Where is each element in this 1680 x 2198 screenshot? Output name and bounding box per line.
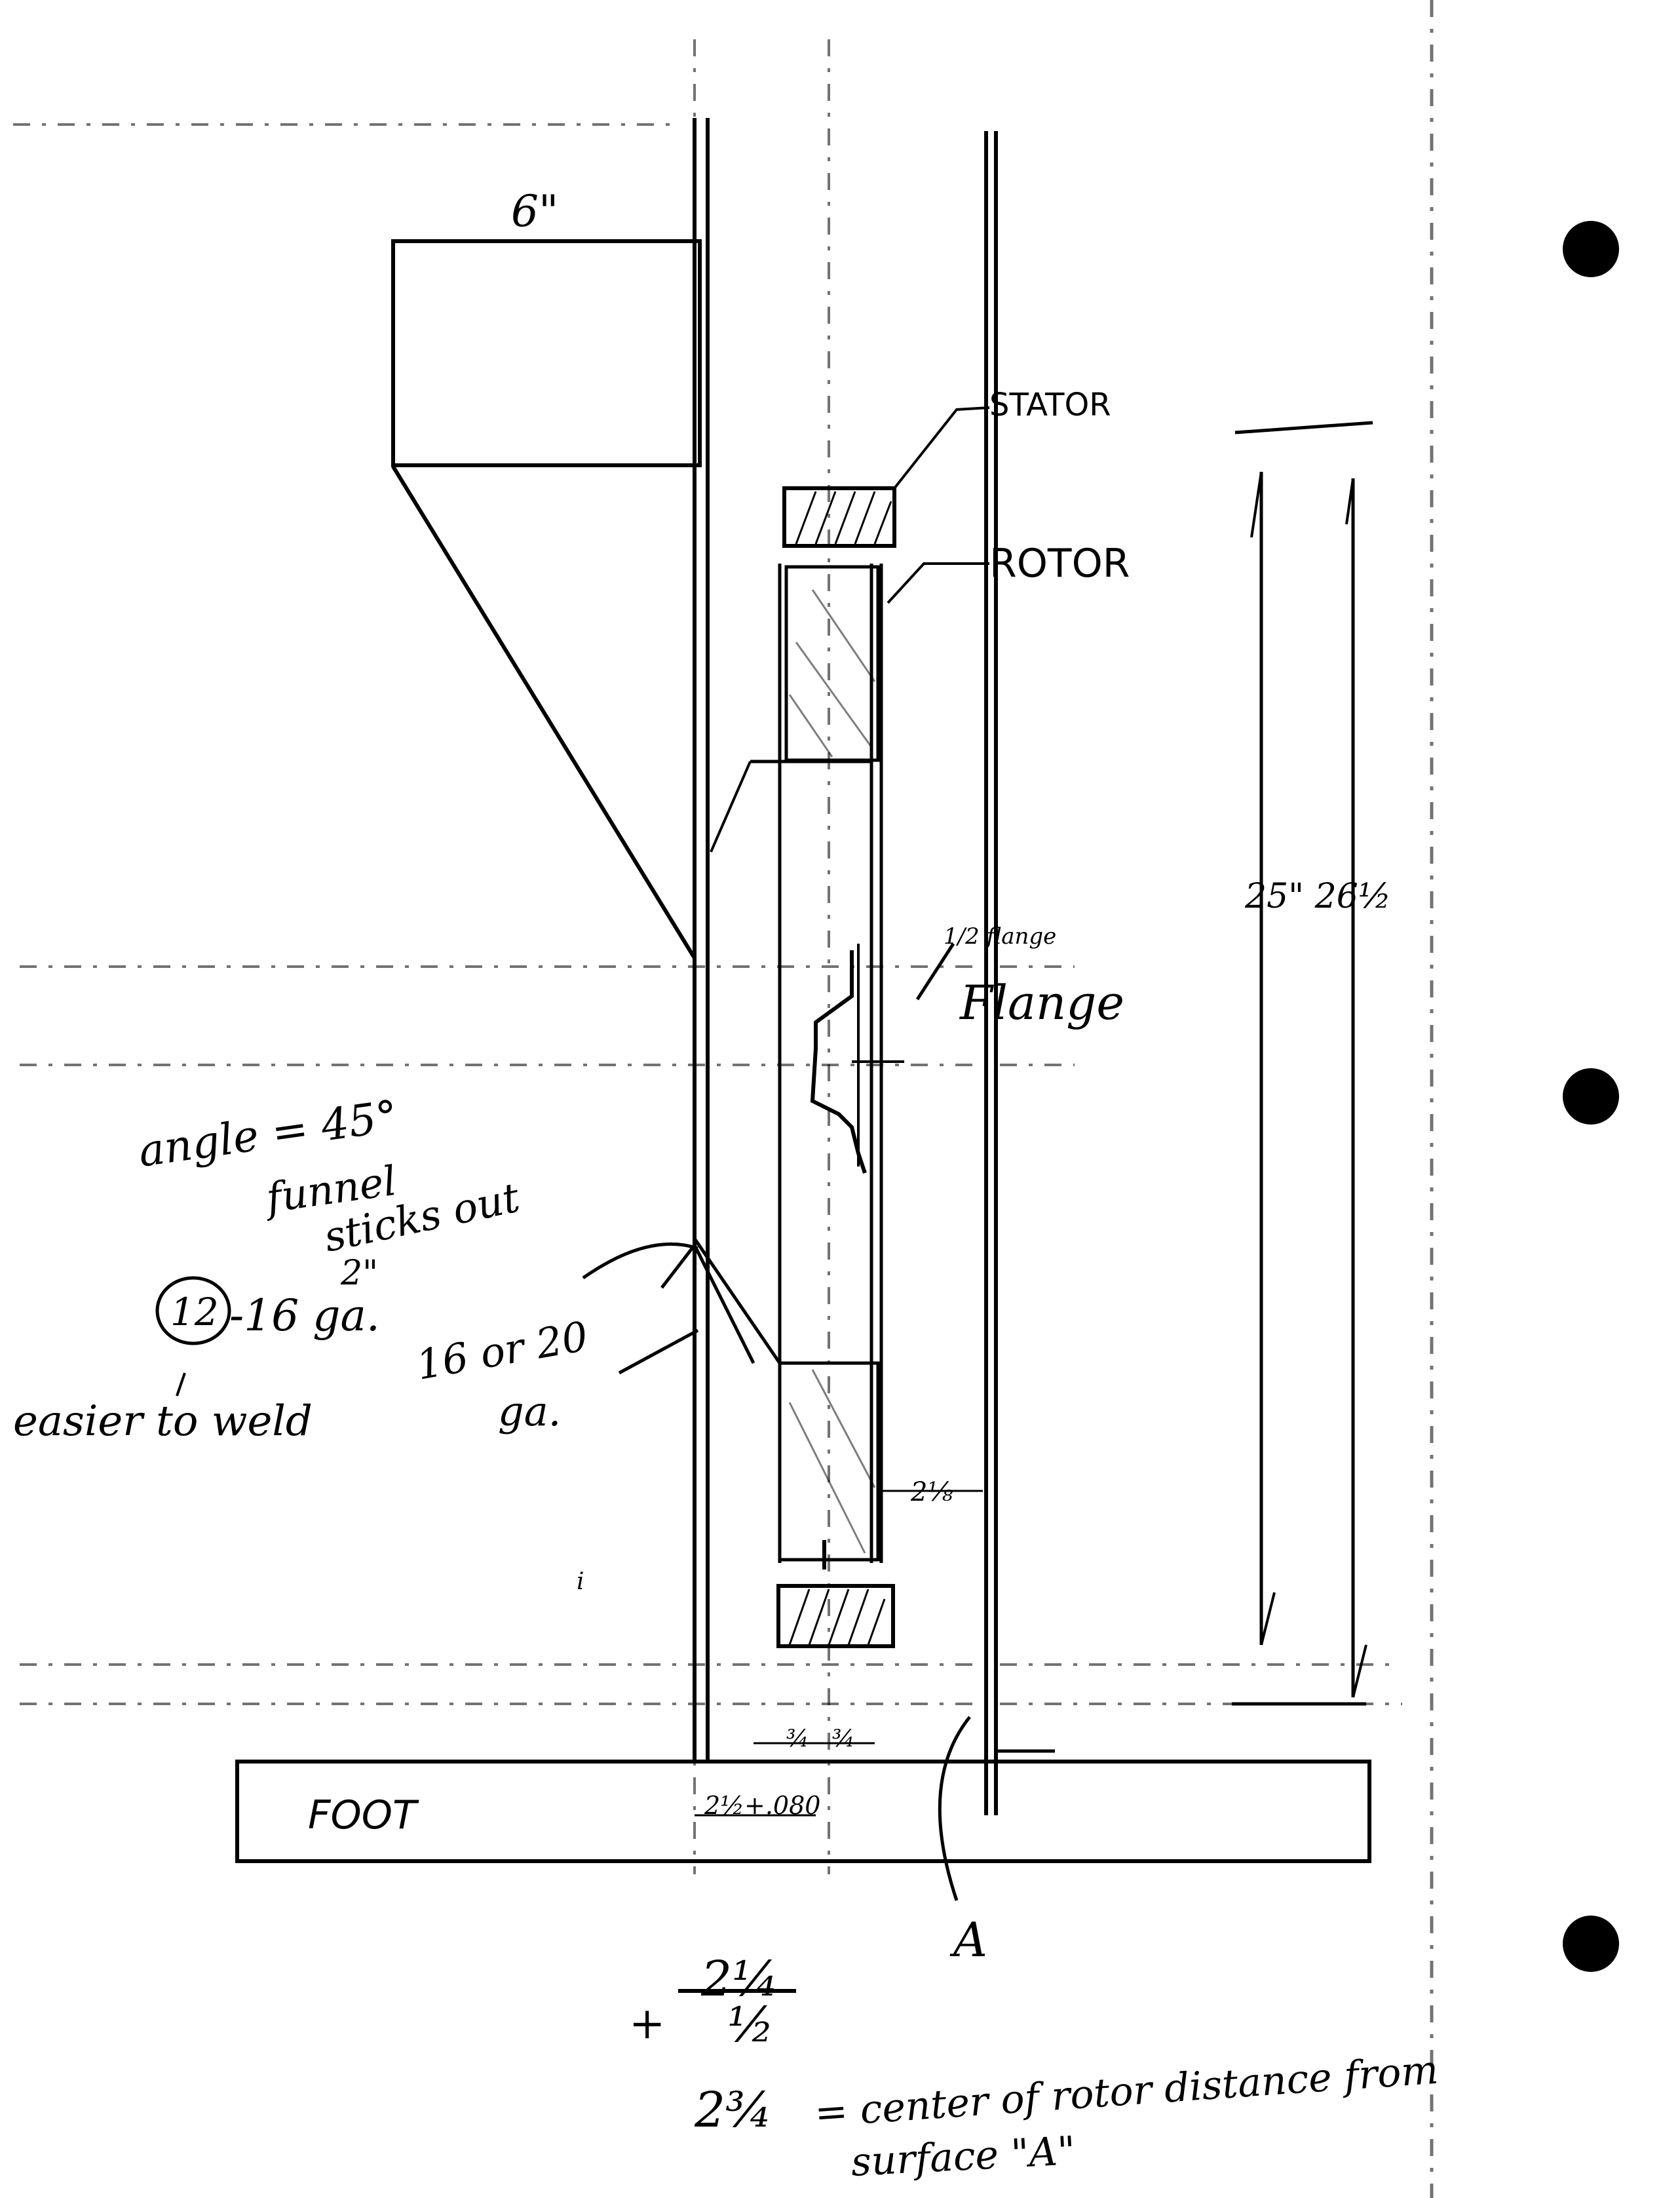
calc-top: 2¼ — [700, 1951, 779, 2007]
stator-label: STATOR — [989, 387, 1111, 423]
rotor-top — [710, 565, 880, 853]
calc-half: ½ — [727, 1997, 774, 2053]
top-width-dimension: 6" — [511, 186, 558, 237]
punch-hole-middle — [1563, 1068, 1619, 1125]
calc-note: = center of rotor distance from — [813, 2047, 1440, 2136]
calc-plus: + — [629, 1998, 665, 2049]
guide-lines — [13, 0, 1434, 2198]
gauge-circled: 12 — [170, 1290, 219, 1334]
gauge-rest: -16 ga. — [229, 1290, 380, 1341]
three-quarter-dim-b: ¾ — [832, 1726, 855, 1752]
stator-top — [782, 486, 896, 548]
height-dimension-label: 25" 26½ — [1244, 877, 1391, 916]
angle-note-4: 2" — [340, 1254, 378, 1293]
gauge-16-20-a: 16 or 20 — [413, 1312, 592, 1389]
surface-a-marker: A — [949, 1912, 987, 1967]
gauge-16-20-b: ga. — [498, 1387, 561, 1435]
foot-base — [235, 1749, 1371, 1863]
leader-lines — [155, 406, 990, 1993]
rotor-label: ROTOR — [989, 541, 1130, 587]
gap-dimension: 2⅛ — [910, 1477, 953, 1507]
small-mark: i — [577, 1568, 584, 1595]
flange-small-label: 1/2 flange — [944, 923, 1056, 950]
stator-bottom — [776, 1584, 895, 1648]
flange-label: Flange — [959, 975, 1124, 1030]
foot-label: FOOT — [308, 1792, 419, 1838]
calc-result: 2¾ — [694, 2082, 773, 2138]
rotor-bottom — [778, 1361, 880, 1570]
housing-walls — [693, 118, 998, 1815]
three-quarter-dim-a: ¾ — [786, 1726, 809, 1752]
height-dimension — [1232, 421, 1373, 1706]
punch-hole-bottom — [1563, 1916, 1619, 1972]
foot-dimension: 2½+.080 — [704, 1791, 820, 1820]
funnel — [391, 239, 782, 1364]
calc-note-2: surface "A" — [850, 2128, 1077, 2186]
easier-to-weld-note: easier to weld — [13, 1397, 313, 1446]
punch-hole-top — [1563, 221, 1619, 277]
center-flange — [810, 944, 904, 1174]
